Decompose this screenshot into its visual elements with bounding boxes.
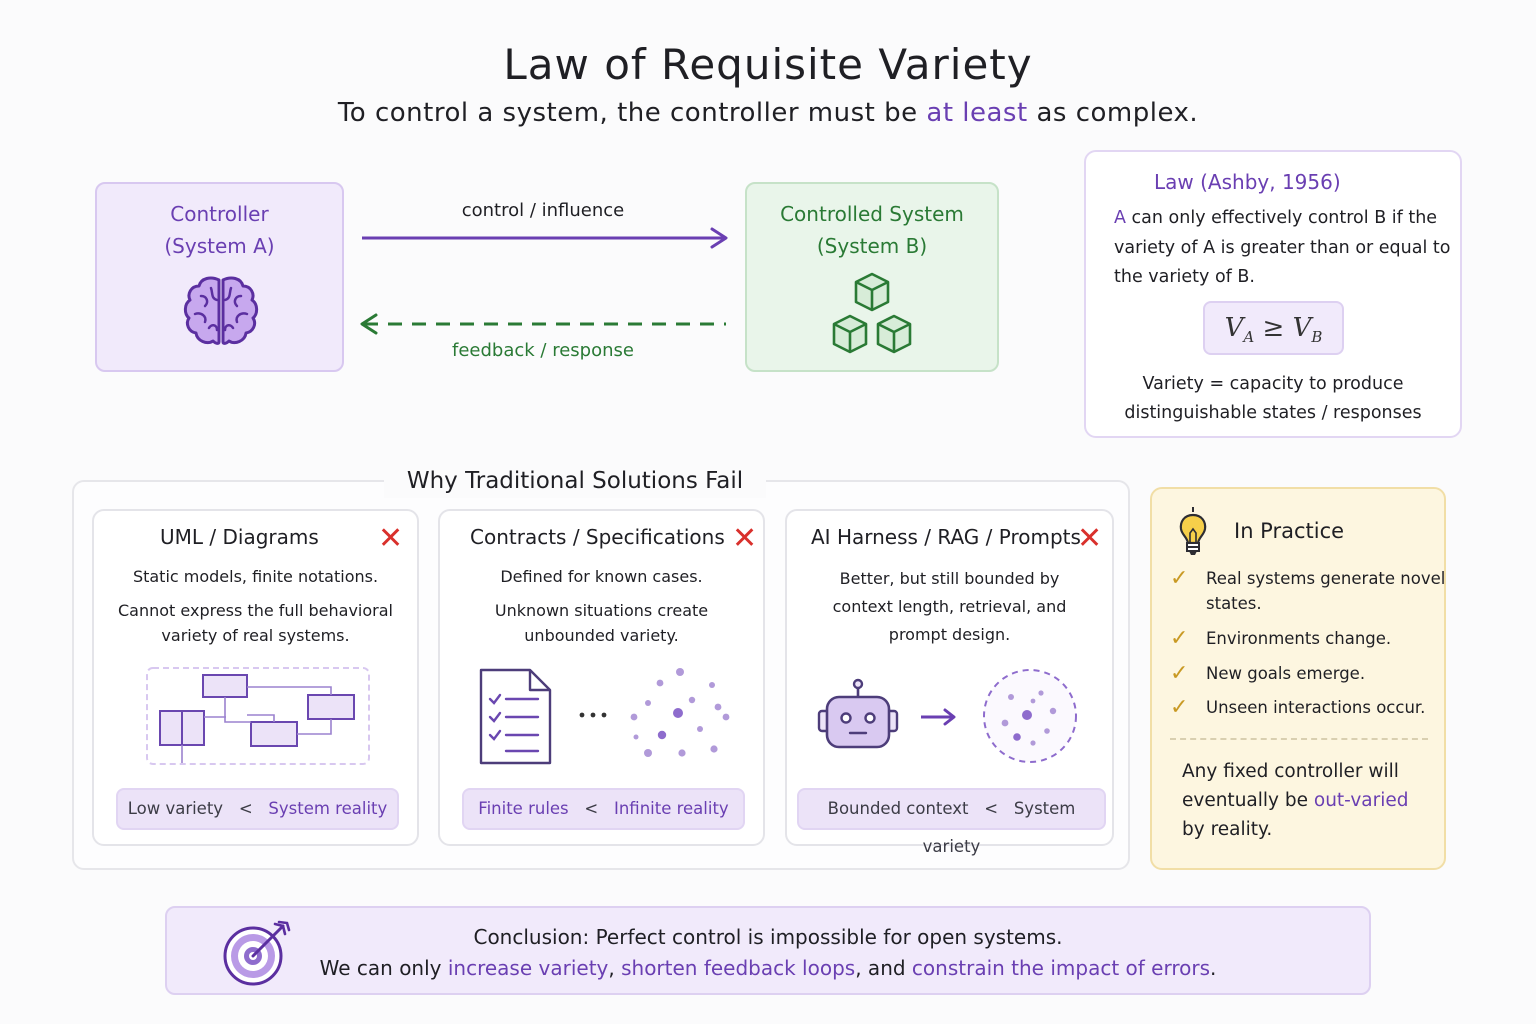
law-box: Law (Ashby, 1956) A can only effectively… <box>1084 150 1462 438</box>
arrow-right-icon <box>921 708 956 726</box>
page-title: Law of Requisite Variety <box>503 40 1033 89</box>
ellipsis-icon <box>579 712 607 718</box>
variety-definition: Variety = capacity to produce distinguis… <box>1124 374 1422 423</box>
card-title: Contracts / Specifications <box>470 525 725 549</box>
card-text-1: Defined for known cases. <box>500 567 703 586</box>
foot-left: Finite rules <box>478 799 569 818</box>
card-text-1: Static models, finite notations. <box>132 567 379 586</box>
cubes-icon <box>832 272 912 354</box>
formula-right: V <box>1292 313 1312 343</box>
x-mark-icon: ✕ <box>732 521 758 556</box>
subtitle-pre: To control a system, the controller must… <box>337 98 927 128</box>
why-section-title: Why Traditional Solutions Fail <box>384 464 766 498</box>
foot-op: < <box>984 799 999 818</box>
formula-left: V <box>1224 313 1244 343</box>
feedback-arrow <box>360 313 726 335</box>
conclusion-post: . <box>1210 956 1217 980</box>
conclusion-box: Conclusion: Perfect control is impossibl… <box>165 906 1371 995</box>
target-icon <box>223 920 291 986</box>
foot-op: < <box>238 799 253 818</box>
foot-left: Low variety <box>127 799 224 818</box>
card-footer: Finite rules < Infinite reality <box>462 788 745 830</box>
conclusion-sep-2: , and <box>855 956 912 980</box>
lightbulb-icon <box>1179 507 1207 555</box>
brain-icon <box>183 276 259 345</box>
system-label: Controlled System <box>780 202 964 226</box>
card-contracts: Contracts / Specifications ✕ Defined for… <box>438 509 765 846</box>
conclusion-line-2: We can only increase variety, shorten fe… <box>167 956 1369 980</box>
variety-formula: VA ≥ VB <box>1203 301 1344 355</box>
conclusion-line-1: Conclusion: Perfect control is impossibl… <box>473 925 1063 949</box>
card-text-1: Better, but still bounded by context len… <box>832 569 1067 644</box>
bounded-context-circle-icon <box>983 669 1077 763</box>
card-footer: Bounded context < System variety <box>797 788 1106 856</box>
control-arrow <box>362 227 728 249</box>
law-title: Law (Ashby, 1956) <box>1154 170 1341 194</box>
feedback-arrow-label: feedback / response <box>452 340 634 361</box>
in-practice-box: In Practice ✓ Real systems generate nove… <box>1150 487 1446 870</box>
law-text-rest: can only effectively control B if the va… <box>1114 208 1451 287</box>
x-mark-icon: ✕ <box>378 521 404 556</box>
card-text-2: Unknown situations create unbounded vari… <box>494 601 709 645</box>
card-ai-harness: AI Harness / RAG / Prompts ✕ Better, but… <box>785 509 1114 856</box>
check-icon: ✓ <box>1170 661 1189 686</box>
practice-item-text: Unseen interactions occur. <box>1206 698 1426 717</box>
conclusion-em-1: increase variety <box>447 956 609 980</box>
uml-diagram-icon <box>146 667 370 765</box>
card-title: UML / Diagrams <box>160 525 319 549</box>
conclusion-sep-1: , <box>608 956 622 980</box>
practice-item-text: Environments change. <box>1206 629 1392 648</box>
practice-conclusion: Any fixed controller will eventually be … <box>1182 757 1432 844</box>
practice-concl-post: by reality. <box>1182 819 1273 840</box>
conclusion-pre: We can only <box>319 956 448 980</box>
foot-right: System variety <box>922 799 1076 856</box>
check-icon: ✓ <box>1170 626 1189 651</box>
check-icon: ✓ <box>1170 695 1189 720</box>
practice-item-text: New goals emerge. <box>1206 664 1366 683</box>
controller-label: Controller <box>170 202 269 226</box>
foot-right: Infinite reality <box>613 799 729 818</box>
card-uml: UML / Diagrams ✕ Static models, finite n… <box>92 509 419 846</box>
practice-concl-em: out-varied <box>1313 790 1409 811</box>
foot-op: < <box>584 799 599 818</box>
law-a: A <box>1114 208 1126 228</box>
card-title: AI Harness / RAG / Prompts <box>811 525 1081 549</box>
formula-right-sub: B <box>1311 328 1323 347</box>
robot-icon <box>817 678 899 749</box>
foot-left: Bounded context <box>827 799 969 818</box>
card-text-2: Cannot express the full behavioral varie… <box>118 601 393 645</box>
card-footer: Low variety < System reality <box>116 788 399 830</box>
controlled-system-box: Controlled System (System B) <box>745 182 999 372</box>
formula-left-sub: A <box>1243 328 1255 347</box>
formula-op: ≥ <box>1254 313 1293 343</box>
in-practice-title: In Practice <box>1234 519 1345 543</box>
system-sublabel: (System B) <box>816 234 928 258</box>
check-icon: ✓ <box>1170 566 1189 591</box>
conclusion-em-2: shorten feedback loops <box>621 956 856 980</box>
page-subtitle: To control a system, the controller must… <box>0 98 1536 128</box>
subtitle-post: as complex. <box>1027 98 1199 128</box>
x-mark-icon: ✕ <box>1077 521 1103 556</box>
controller-sublabel: (System A) <box>164 234 275 258</box>
law-statement: A can only effectively control B if the … <box>1114 204 1454 293</box>
practice-concl-pre: Any fixed controller will eventually be <box>1182 761 1399 811</box>
controller-box: Controller (System A) <box>95 182 344 372</box>
document-checklist-icon <box>479 668 552 765</box>
practice-item-text: Real systems generate novel states. <box>1206 569 1446 613</box>
control-arrow-label: control / influence <box>461 200 625 221</box>
subtitle-emphasis: at least <box>926 98 1028 128</box>
scattered-dots-icon <box>630 668 730 757</box>
divider <box>1170 738 1428 740</box>
conclusion-em-3: constrain the impact of errors <box>911 956 1210 980</box>
foot-right: System reality <box>268 799 388 818</box>
